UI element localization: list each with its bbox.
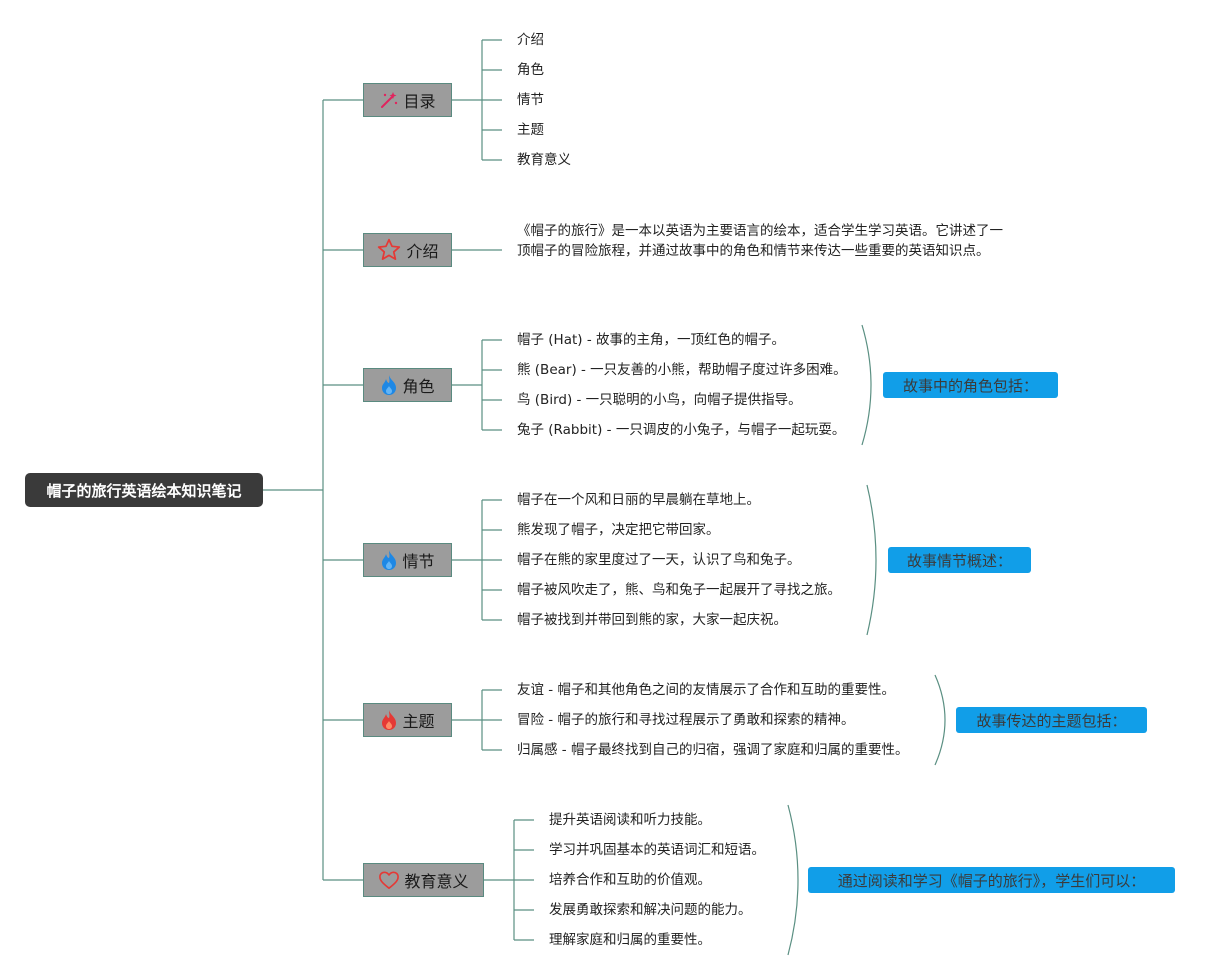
education-summary-text: 通过阅读和学习《帽子的旅行》，学生们可以：	[837, 871, 1146, 890]
root-node[interactable]: 帽子的旅行英语绘本知识笔记	[25, 473, 263, 507]
theme-summary[interactable]: 故事传达的主题包括：	[956, 707, 1147, 733]
plot-summary-text: 故事情节概述：	[906, 551, 1012, 570]
education-item[interactable]: 提升英语阅读和听力技能。	[549, 812, 711, 828]
branch-node-education[interactable]: 教育意义	[363, 863, 484, 897]
characters-summary-text: 故事中的角色包括：	[902, 376, 1038, 395]
root-title: 帽子的旅行英语绘本知识笔记	[46, 481, 242, 500]
education-item[interactable]: 发展勇敢探索和解决问题的能力。	[549, 902, 752, 918]
branch-label-plot: 情节	[402, 552, 435, 571]
toc-item[interactable]: 角色	[517, 62, 544, 78]
toc-item[interactable]: 主题	[517, 122, 544, 138]
branch-node-characters[interactable]: 角色	[363, 368, 452, 402]
education-summary[interactable]: 通过阅读和学习《帽子的旅行》，学生们可以：	[808, 867, 1175, 893]
plot-summary[interactable]: 故事情节概述：	[888, 547, 1031, 573]
branch-label-characters: 角色	[402, 377, 435, 396]
education-item[interactable]: 学习并巩固基本的英语词汇和短语。	[549, 842, 765, 858]
character-item[interactable]: 熊 (Bear) - 一只友善的小熊，帮助帽子度过许多困难。	[517, 362, 847, 378]
character-item[interactable]: 帽子 (Hat) - 故事的主角，一顶红色的帽子。	[517, 332, 785, 348]
branch-label-education: 教育意义	[404, 872, 469, 891]
character-item[interactable]: 兔子 (Rabbit) - 一只调皮的小兔子，与帽子一起玩耍。	[517, 422, 846, 438]
characters-summary[interactable]: 故事中的角色包括：	[883, 372, 1058, 398]
branch-label-intro: 介绍	[406, 242, 439, 261]
toc-item[interactable]: 介绍	[517, 32, 544, 48]
plot-item[interactable]: 帽子在一个风和日丽的早晨躺在草地上。	[517, 492, 760, 508]
intro-text: 《帽子的旅行》是一本以英语为主要语言的绘本，适合学生学习英语。它讲述了一顶帽子的…	[517, 223, 1003, 259]
plot-item[interactable]: 熊发现了帽子，决定把它带回家。	[517, 522, 720, 538]
theme-summary-text: 故事传达的主题包括：	[976, 711, 1127, 730]
branch-node-theme[interactable]: 主题	[363, 703, 452, 737]
branch-node-toc[interactable]: 目录	[363, 83, 452, 117]
theme-item[interactable]: 归属感 - 帽子最终找到自己的归宿，强调了家庭和归属的重要性。	[517, 742, 909, 758]
branch-node-intro[interactable]: 介绍	[363, 233, 452, 267]
flame-red-icon	[380, 709, 398, 731]
plot-item[interactable]: 帽子被找到并带回到熊的家，大家一起庆祝。	[517, 612, 787, 628]
education-item[interactable]: 培养合作和互助的价值观。	[549, 872, 711, 888]
plot-item[interactable]: 帽子被风吹走了，熊、鸟和兔子一起展开了寻找之旅。	[517, 582, 841, 598]
branch-label-toc: 目录	[403, 92, 436, 111]
flame-blue-icon	[380, 374, 398, 396]
star-icon	[376, 237, 402, 263]
theme-item[interactable]: 友谊 - 帽子和其他角色之间的友情展示了合作和互助的重要性。	[517, 682, 895, 698]
toc-item[interactable]: 教育意义	[517, 152, 571, 168]
branch-node-plot[interactable]: 情节	[363, 543, 452, 577]
branch-label-theme: 主题	[402, 712, 435, 731]
heart-icon	[378, 870, 400, 890]
education-item[interactable]: 理解家庭和归属的重要性。	[549, 932, 711, 948]
toc-item[interactable]: 情节	[517, 92, 544, 108]
plot-item[interactable]: 帽子在熊的家里度过了一天，认识了鸟和兔子。	[517, 552, 801, 568]
character-item[interactable]: 鸟 (Bird) - 一只聪明的小鸟，向帽子提供指导。	[517, 392, 802, 408]
flame-blue-icon	[380, 549, 398, 571]
theme-item[interactable]: 冒险 - 帽子的旅行和寻找过程展示了勇敢和探索的精神。	[517, 712, 855, 728]
magic-wand-icon	[379, 90, 399, 110]
